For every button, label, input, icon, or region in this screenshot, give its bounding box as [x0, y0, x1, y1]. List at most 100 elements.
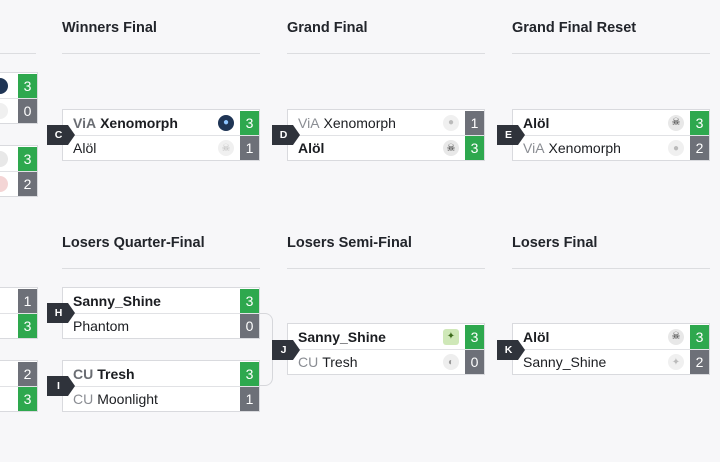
match-row: 2	[0, 361, 37, 386]
round-title-grand-final: Grand Final	[287, 20, 368, 36]
match-h[interactable]: Sanny_Shine 3 Phantom 0	[62, 287, 260, 339]
score-badge: 0	[240, 314, 259, 338]
team-tag: ViA	[298, 114, 320, 131]
match-row-player1: Sanny_Shine ✦ 3	[288, 324, 484, 349]
score-badge: 2	[18, 172, 37, 196]
player-name-text: Sanny_Shine	[298, 328, 386, 345]
match-row: 0	[0, 98, 37, 123]
divider	[62, 53, 260, 54]
divider	[287, 53, 485, 54]
player-name-text: Phantom	[73, 318, 130, 334]
score-badge: 0	[465, 350, 484, 374]
score-badge: 1	[240, 136, 259, 160]
mask-avatar-icon: ◐	[443, 354, 459, 370]
match-k[interactable]: Alöl ☠ 3 Sanny_Shine ✦ 2	[512, 323, 710, 375]
match-label-i: I	[47, 376, 75, 396]
player-name: Sanny_Shine	[63, 293, 240, 309]
xenomorph-avatar-icon: ●	[218, 114, 234, 131]
player-name: Alöl	[513, 115, 668, 131]
match-row: 3	[0, 313, 37, 338]
round-title-winners-final: Winners Final	[62, 20, 157, 36]
team-tag: ViA	[523, 140, 545, 156]
player-avatar-icon	[0, 77, 8, 94]
player-name-text: Sanny_Shine	[73, 292, 161, 309]
partial-match-upper-1[interactable]: 3 0	[0, 72, 38, 124]
round-title-grand-final-reset: Grand Final Reset	[512, 20, 637, 36]
score-badge: 3	[240, 288, 259, 313]
match-row: 3	[0, 146, 37, 171]
skull-avatar-icon: ☠	[218, 140, 234, 156]
player-avatar-icon	[0, 150, 8, 167]
player-avatar-icon	[0, 176, 8, 192]
green-avatar-icon: ✦	[668, 354, 684, 370]
score-badge: 3	[18, 387, 37, 411]
partial-match-lower-1[interactable]: 1 3	[0, 287, 38, 339]
skull-avatar-icon: ☠	[668, 114, 684, 131]
player-name: Phantom	[63, 318, 240, 334]
player-name-text: Sanny_Shine	[523, 354, 607, 370]
player-name: Sanny_Shine	[513, 354, 668, 370]
divider	[62, 268, 260, 269]
score-badge: 2	[690, 350, 709, 374]
score-badge: 3	[690, 324, 709, 349]
divider	[0, 53, 36, 54]
player-name-text: Tresh	[322, 354, 358, 370]
team-tag: CU	[73, 365, 94, 382]
green-avatar-icon: ✦	[443, 328, 459, 345]
match-label-h: H	[47, 303, 75, 323]
player-name-text: Alöl	[523, 328, 550, 345]
divider	[287, 268, 485, 269]
score-badge: 3	[240, 361, 259, 386]
player-avatar-icon	[0, 103, 8, 119]
player-name-text: Alöl	[298, 140, 325, 156]
score-badge: 3	[465, 136, 484, 160]
xenomorph-avatar-icon: ●	[668, 140, 684, 156]
skull-avatar-icon: ☠	[668, 328, 684, 345]
round-title-losers-sf: Losers Semi-Final	[287, 235, 412, 251]
team-tag: CU	[73, 391, 94, 407]
match-label-c: C	[47, 125, 75, 145]
score-badge: 0	[18, 99, 37, 123]
match-row: 1	[0, 288, 37, 313]
player-name-text: Xenomorph	[548, 140, 621, 156]
partial-match-upper-2[interactable]: 3 2	[0, 145, 38, 197]
player-name-text: Alöl	[73, 140, 97, 156]
divider	[512, 53, 710, 54]
match-label-j: J	[272, 340, 300, 360]
match-row-player2: Sanny_Shine ✦ 2	[513, 349, 709, 374]
round-title-losers-final: Losers Final	[512, 235, 598, 251]
score-badge: 1	[240, 387, 259, 411]
match-row-player2: Alöl ☠ 3	[288, 135, 484, 160]
team-tag: CU	[298, 354, 319, 370]
score-badge: 3	[18, 314, 37, 338]
score-badge: 3	[690, 110, 709, 135]
player-name-text: Moonlight	[97, 391, 158, 407]
score-badge: 1	[465, 110, 484, 135]
match-label-k: K	[497, 340, 525, 360]
score-badge: 3	[18, 146, 37, 171]
player-name: Alöl	[288, 140, 443, 156]
score-badge: 1	[18, 288, 37, 313]
match-row-player2: Phantom 0	[63, 313, 259, 338]
player-name-text: Tresh	[97, 365, 135, 382]
partial-match-lower-2[interactable]: 2 3	[0, 360, 38, 412]
match-row: 3	[0, 386, 37, 411]
match-label-d: D	[272, 125, 300, 145]
score-badge: 3	[465, 324, 484, 349]
round-title-losers-qf: Losers Quarter-Final	[62, 235, 205, 251]
